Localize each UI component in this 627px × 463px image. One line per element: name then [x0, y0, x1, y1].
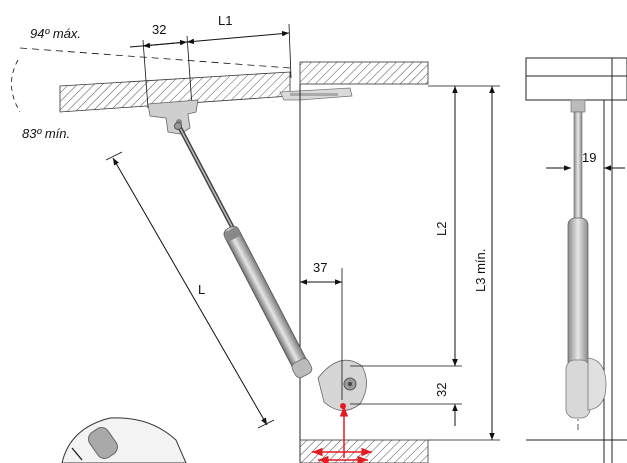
top-dimensions: 32 L1	[129, 13, 292, 109]
detail-magnifier	[61, 417, 187, 463]
dim-37-group: 37	[300, 260, 343, 400]
dim-32-side: 32	[434, 383, 449, 397]
force-arrows	[312, 406, 372, 463]
dim-19: 19	[582, 150, 596, 165]
lid-mount-bracket	[147, 99, 199, 135]
dim-l-group: L	[105, 151, 275, 429]
min-angle-label: 83º mín.	[22, 126, 70, 141]
dim-37: 37	[313, 260, 327, 275]
gas-strut	[174, 122, 313, 379]
dim-l: L	[198, 282, 205, 297]
vertical-dimensions: L2 32 L3 mín.	[350, 85, 500, 441]
dim-l1: L1	[218, 13, 232, 28]
side-view: 19	[525, 57, 627, 463]
max-angle-label: 94º máx.	[30, 26, 81, 41]
opening-angle-indicator: 94º máx. 83º mín.	[11, 26, 291, 141]
dim-l3: L3 mín.	[473, 249, 488, 292]
hinge	[279, 87, 353, 101]
dim-32-top: 32	[152, 22, 166, 37]
dim-l2: L2	[434, 222, 449, 236]
